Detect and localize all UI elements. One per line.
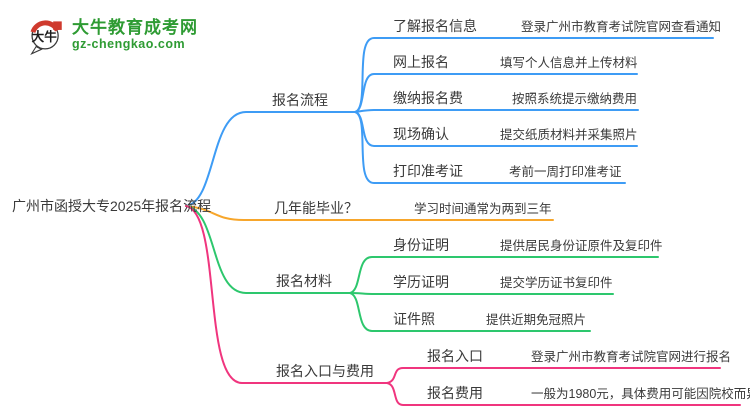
node-material-photo-label: 证件照 [393, 311, 435, 327]
branch-lines-process [185, 37, 714, 207]
node-material-diploma-desc: 提交学历证书复印件 [500, 276, 613, 290]
node-fee-desc: 一般为1980元，具体费用可能因院校而异 [531, 387, 750, 401]
daniu-logo-icon: 大牛 [30, 20, 62, 55]
branch-lines-graduation [185, 205, 554, 221]
site-logo[interactable]: 大牛 大牛教育成考网 gz-chengkao.com [28, 13, 198, 55]
node-material-id-label: 身份证明 [393, 237, 449, 253]
root-node: 广州市函授大专2025年报名流程 [12, 198, 212, 214]
node-process-step1-label: 了解报名信息 [393, 18, 477, 34]
branch-graduation-label: 几年能毕业？ [274, 200, 358, 216]
node-process-step3-desc: 按照系统提示缴纳费用 [512, 92, 638, 106]
logo-title: 大牛教育成考网 [72, 17, 198, 37]
node-process-step1-desc: 登录广州市教育考试院官网查看通知 [521, 20, 722, 34]
node-process-step2-desc: 填写个人信息并上传材料 [500, 56, 638, 70]
branch-lines-entry-fee [185, 205, 741, 406]
branch-entry-fee-label: 报名入口与费用 [276, 363, 374, 379]
node-process-step5-desc: 考前一周打印准考证 [509, 165, 622, 179]
branch-materials-label: 报名材料 [276, 273, 332, 289]
branch-lines-materials [185, 205, 659, 332]
node-material-id-desc: 提供居民身份证原件及复印件 [500, 239, 663, 253]
logo-domain: gz-chengkao.com [72, 36, 186, 51]
logo-icon-text: 大牛 [32, 29, 58, 44]
node-process-step5-label: 打印准考证 [393, 163, 463, 179]
node-material-diploma-label: 学历证明 [393, 274, 449, 290]
node-graduation-desc: 学习时间通常为两到三年 [414, 202, 552, 216]
branch-process-label: 报名流程 [272, 92, 328, 108]
node-process-step3-label: 缴纳报名费 [393, 90, 463, 106]
node-process-step4-label: 现场确认 [393, 126, 449, 142]
node-material-photo-desc: 提供近期免冠照片 [486, 313, 587, 327]
node-process-step2-label: 网上报名 [393, 54, 449, 70]
node-entry-label: 报名入口 [427, 348, 483, 364]
node-fee-label: 报名费用 [427, 385, 483, 401]
node-entry-desc: 登录广州市教育考试院官网进行报名 [531, 350, 732, 364]
node-process-step4-desc: 提交纸质材料并采集照片 [500, 128, 638, 142]
